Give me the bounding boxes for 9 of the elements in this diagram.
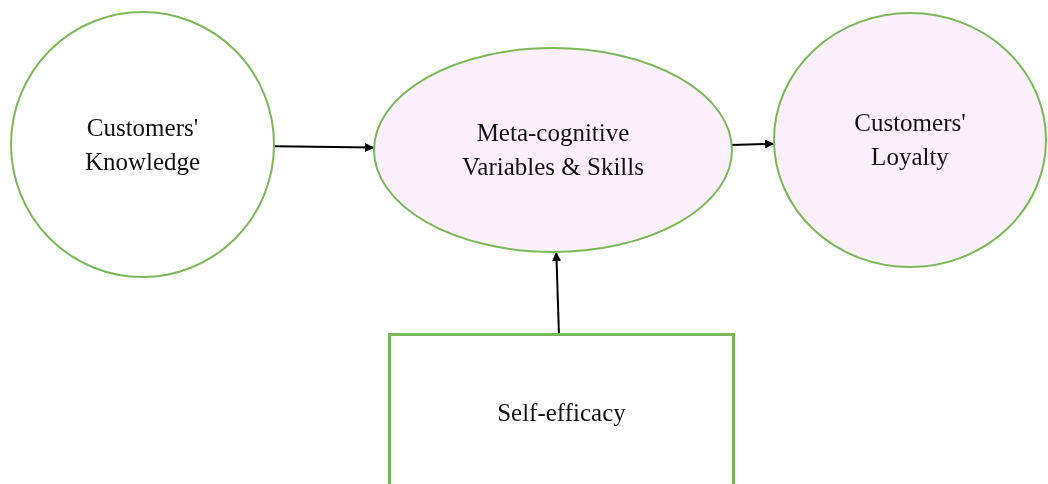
node-label: Customers' Knowledge (83, 112, 202, 177)
arrow (552, 251, 562, 334)
ellipse-node (373, 47, 733, 253)
node-label: Self-efficacy (497, 398, 626, 429)
node-label: Customers' Loyalty (853, 108, 967, 172)
process-box (388, 333, 735, 484)
ellipse-node (773, 12, 1047, 268)
node-label: Meta-cognitive Variables & Skills (461, 118, 645, 182)
ellipse-node (10, 11, 275, 278)
